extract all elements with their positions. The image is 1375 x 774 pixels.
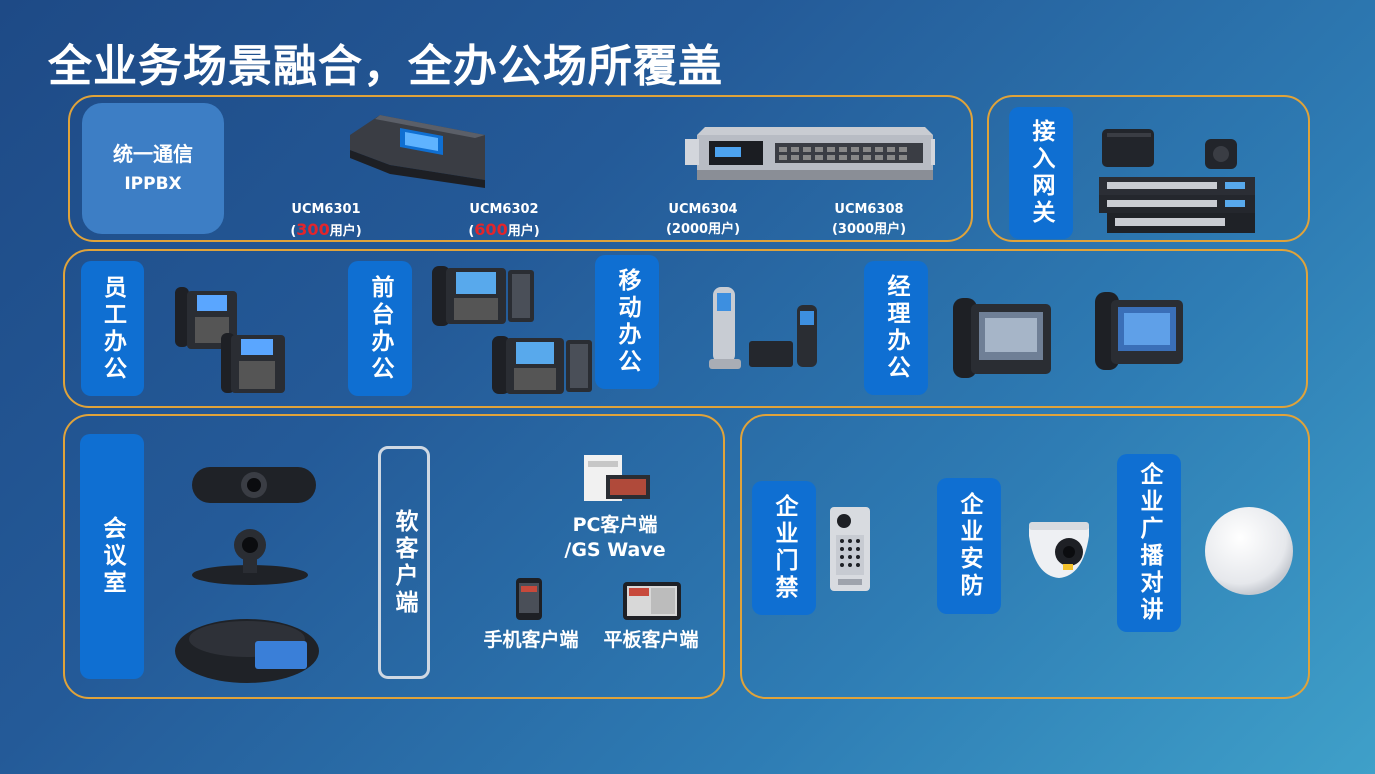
- model-ucm6308: UCM6308 (3000用户): [826, 200, 912, 240]
- gateway-devices-image: [1099, 129, 1255, 233]
- pc-client-line1: PC客户端: [572, 514, 658, 536]
- mobile-office-label: 移动办公: [595, 255, 659, 389]
- ucm6301-device-image: [350, 115, 485, 188]
- meeting-panel: [63, 414, 725, 699]
- security-panel: [740, 414, 1310, 699]
- security-label: 企业安防: [937, 478, 1001, 614]
- broadcast-intercom-label: 企业广播对讲: [1117, 454, 1181, 632]
- mobile-client-image: [516, 578, 542, 620]
- access-control-label: 企业门禁: [752, 481, 816, 615]
- manager-office-label: 经理办公: [864, 261, 928, 395]
- security-camera-image: [1029, 522, 1089, 578]
- tablet-client-image: [623, 582, 681, 620]
- pc-client-caption: PC客户端 /GS Wave: [555, 513, 675, 563]
- manager-phones-image: [953, 292, 1183, 378]
- user-count: 300: [296, 220, 330, 239]
- model-ucm6301: UCM6301 (300用户): [285, 200, 367, 242]
- user-count: 3000: [837, 222, 875, 237]
- mobile-client-caption: 手机客户端: [483, 629, 579, 651]
- model-name: UCM6301: [291, 202, 361, 217]
- user-count: 600: [474, 220, 508, 239]
- meeting-room-label: 会议室: [80, 434, 144, 679]
- user-count: 2000: [671, 222, 709, 237]
- dect-phones-image: [709, 287, 817, 369]
- gateway-panel: [987, 95, 1310, 242]
- ceiling-speaker-image: [1205, 507, 1293, 595]
- page-title: 全业务场景融合，全办公场所覆盖: [48, 41, 723, 92]
- model-ucm6304: UCM6304 (2000用户): [660, 200, 746, 240]
- pc-client-line2: /GS Wave: [564, 539, 666, 561]
- conference-devices-image: [175, 467, 319, 683]
- model-name: UCM6302: [469, 202, 539, 217]
- gateway-label: 接入网关: [1009, 107, 1073, 239]
- model-name: UCM6304: [668, 202, 738, 217]
- ippbx-label-line1: 统一通信: [113, 141, 193, 166]
- ippbx-label-line2: IPPBX: [124, 173, 182, 194]
- ucm6304-device-image: [685, 127, 935, 180]
- ippbx-label: 统一通信 IPPBX: [82, 103, 224, 234]
- staff-office-label: 员工办公: [81, 261, 144, 396]
- model-name: UCM6308: [834, 202, 904, 217]
- door-access-image: [830, 507, 870, 591]
- reception-phones-image: [432, 266, 592, 394]
- model-ucm6302: UCM6302 (600用户): [463, 200, 545, 242]
- office-panel: [63, 249, 1308, 408]
- soft-client-label: 软客户端: [378, 446, 430, 679]
- staff-phones-image: [175, 287, 285, 393]
- reception-office-label: 前台办公: [348, 261, 412, 396]
- ippbx-panel: [68, 95, 973, 242]
- pc-client-image: [584, 455, 650, 501]
- tablet-client-caption: 平板客户端: [603, 629, 699, 651]
